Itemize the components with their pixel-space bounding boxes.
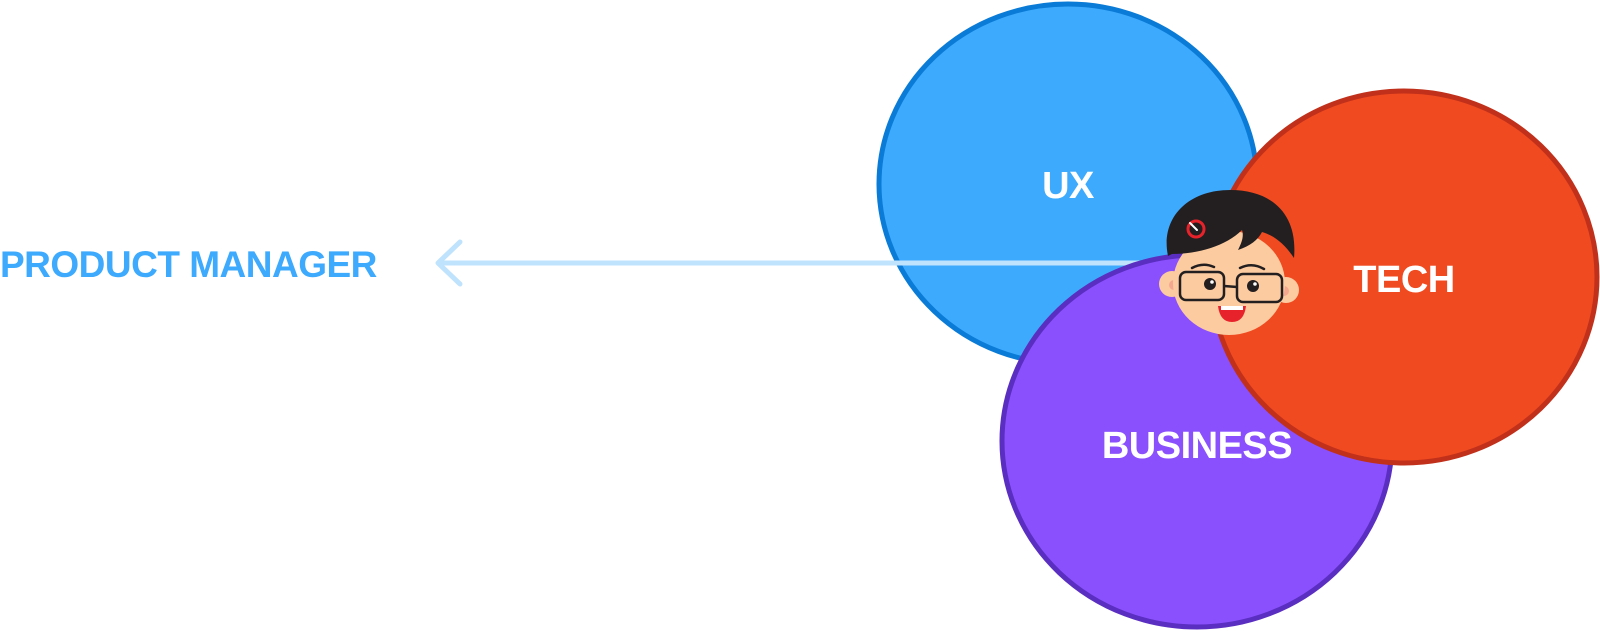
arrow-left-icon <box>435 239 1163 287</box>
product-manager-avatar-icon <box>1159 190 1299 335</box>
ux-label: UX <box>1042 165 1095 207</box>
tech-circle: TECH <box>1208 88 1600 466</box>
product-manager-label: PRODUCT MANAGER <box>0 244 377 285</box>
tech-label: TECH <box>1353 259 1454 301</box>
badge-icon <box>1186 219 1206 239</box>
business-label: BUSINESS <box>1102 425 1292 467</box>
